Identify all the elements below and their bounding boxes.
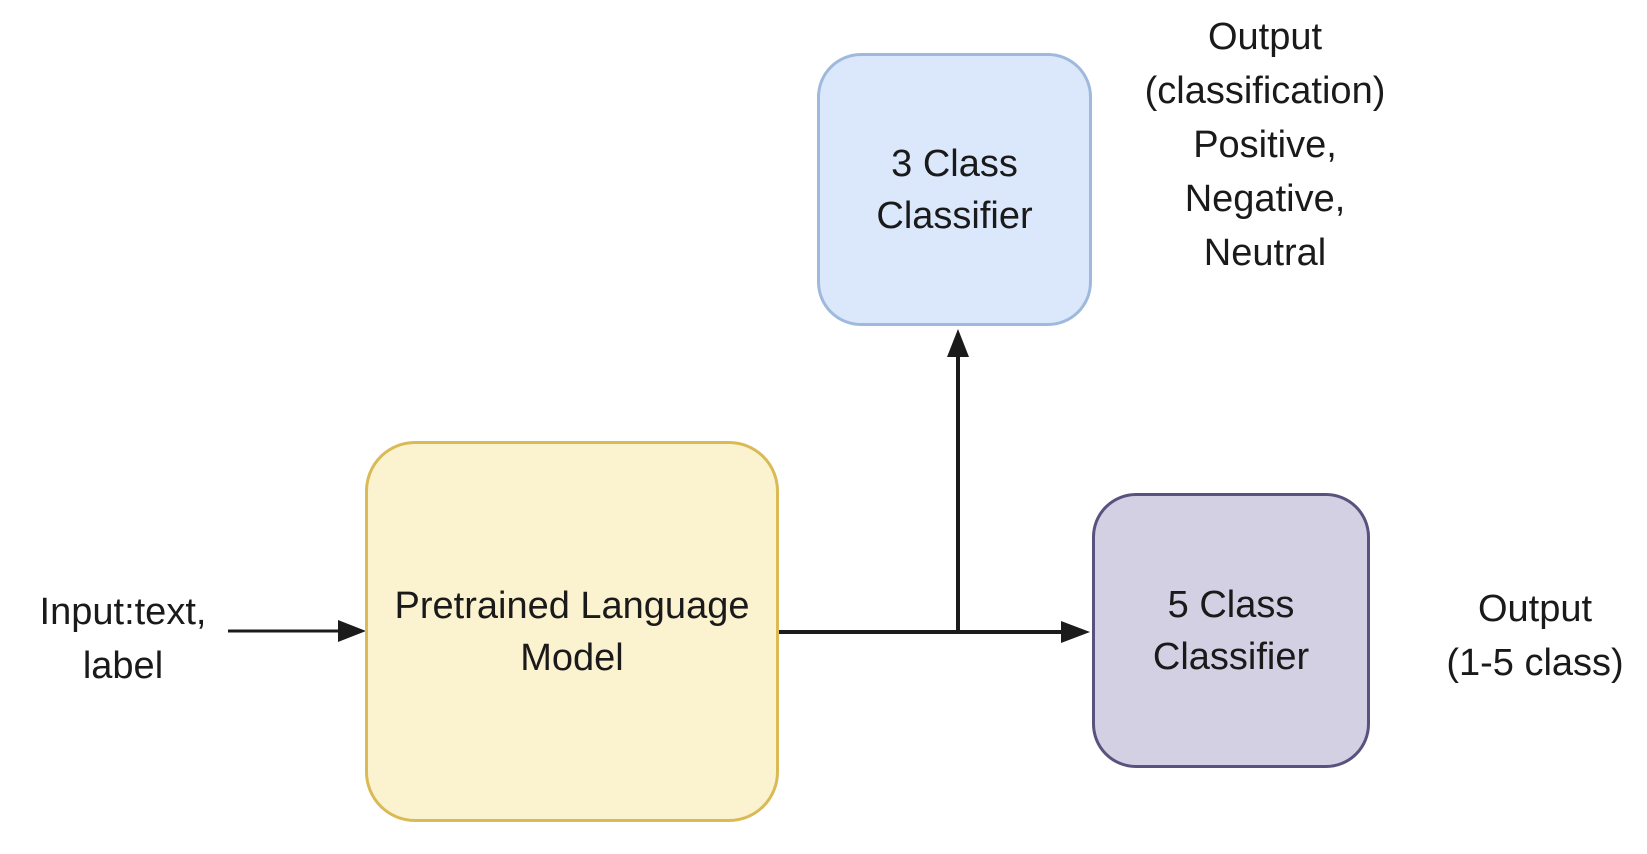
node-3-class-classifier-label: 3 Class Classifier (876, 142, 1033, 237)
input-arrowhead-icon (338, 620, 366, 642)
input-arrow (228, 620, 366, 642)
model-to-3class-arrowhead-icon (947, 329, 969, 357)
node-pretrained-language-model-label: Pretrained Language Model (394, 584, 750, 679)
input-annotation: Input:text, label (39, 591, 207, 687)
node-5-class-classifier: 5 Class Classifier (1092, 493, 1370, 768)
output-classification-annotation: Output (classification) Positive, Negati… (1144, 16, 1386, 274)
node-3-class-classifier: 3 Class Classifier (817, 53, 1092, 326)
model-to-3class-arrow (947, 329, 969, 634)
node-pretrained-language-model: Pretrained Language Model (365, 441, 779, 822)
model-to-5class-arrowhead-icon (1061, 621, 1090, 643)
node-5-class-classifier-label: 5 Class Classifier (1152, 583, 1310, 678)
model-to-5class-arrow (779, 621, 1090, 643)
output-class-range-annotation: Output (1-5 class) (1446, 588, 1624, 684)
